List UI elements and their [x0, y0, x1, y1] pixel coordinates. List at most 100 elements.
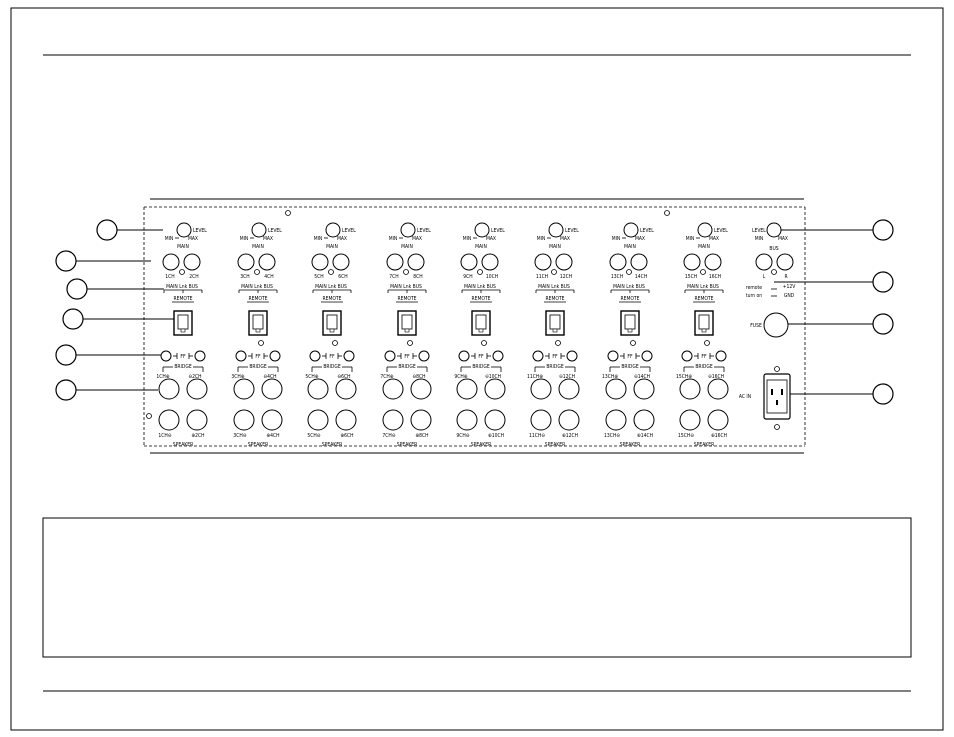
main-input-jack[interactable] [183, 253, 201, 271]
level-knob[interactable] [251, 222, 267, 238]
ff-switch[interactable] [641, 350, 653, 362]
speaker-terminal-positive[interactable] [158, 378, 180, 400]
speaker-terminal-negative[interactable] [307, 409, 329, 431]
speaker-terminal-positive[interactable] [335, 409, 357, 431]
remote-port-key [329, 328, 335, 333]
level-knob[interactable] [325, 222, 341, 238]
indicator-led [477, 269, 483, 275]
fuse-holder[interactable] [763, 312, 789, 338]
speaker-bottom-label: ⊕8CH [415, 433, 428, 439]
speaker-bottom-label: 5CH⊖ [307, 433, 320, 439]
main-input-jack[interactable] [630, 253, 648, 271]
main-input-jack[interactable] [237, 253, 255, 271]
ac-inlet-socket [766, 379, 788, 414]
ff-switch[interactable] [160, 350, 172, 362]
level-label: LEVEL [491, 228, 505, 234]
main-input-jack[interactable] [683, 253, 701, 271]
speaker-terminal-negative[interactable] [186, 378, 208, 400]
speaker-terminal-negative[interactable] [530, 409, 552, 431]
speaker-terminal-negative[interactable] [484, 378, 506, 400]
main-input-jack[interactable] [460, 253, 478, 271]
bus-input-jack[interactable] [755, 253, 773, 271]
speaker-terminal-positive[interactable] [382, 378, 404, 400]
main-input-jack[interactable] [407, 253, 425, 271]
level-knob[interactable] [548, 222, 564, 238]
speaker-terminal-positive[interactable] [605, 378, 627, 400]
speaker-label: SPEAKER [248, 442, 268, 448]
main-input-jack[interactable] [332, 253, 350, 271]
level-knob[interactable] [697, 222, 713, 238]
main-input-jack[interactable] [534, 253, 552, 271]
ff-switch[interactable] [194, 350, 206, 362]
ff-label: FF [552, 354, 558, 360]
level-knob[interactable] [623, 222, 639, 238]
main-input-jack[interactable] [555, 253, 573, 271]
speaker-terminal-negative[interactable] [633, 378, 655, 400]
speaker-terminal-positive[interactable] [633, 409, 655, 431]
main-input-jack[interactable] [386, 253, 404, 271]
speaker-terminal-positive[interactable] [410, 409, 432, 431]
speaker-terminal-negative[interactable] [707, 378, 729, 400]
ff-switch[interactable] [681, 350, 693, 362]
ff-label: FF [627, 354, 633, 360]
level-knob[interactable] [474, 222, 490, 238]
level-knob[interactable] [400, 222, 416, 238]
speaker-terminal-positive[interactable] [707, 409, 729, 431]
bridge-label: BRIDGE [472, 364, 489, 370]
speaker-bottom-label: 13CH⊖ [604, 433, 620, 439]
ff-label: FF [329, 354, 335, 360]
ff-switch[interactable] [343, 350, 355, 362]
speaker-terminal-negative[interactable] [605, 409, 627, 431]
main-input-jack[interactable] [311, 253, 329, 271]
ff-switch[interactable] [458, 350, 470, 362]
speaker-terminal-negative[interactable] [382, 409, 404, 431]
speaker-terminal-positive[interactable] [456, 378, 478, 400]
level-knob[interactable] [176, 222, 192, 238]
ff-switch[interactable] [532, 350, 544, 362]
level-label: LEVEL [565, 228, 579, 234]
speaker-terminal-negative[interactable] [233, 409, 255, 431]
ff-switch[interactable] [566, 350, 578, 362]
speaker-terminal-positive[interactable] [679, 378, 701, 400]
speaker-terminal-negative[interactable] [456, 409, 478, 431]
speaker-terminal-positive[interactable] [530, 378, 552, 400]
speaker-terminal-positive[interactable] [307, 378, 329, 400]
ff-switch[interactable] [269, 350, 281, 362]
remote-port-key [255, 328, 261, 333]
speaker-terminal-negative[interactable] [410, 378, 432, 400]
ff-switch[interactable] [492, 350, 504, 362]
speaker-bottom-label: ⊕14CH [637, 433, 653, 439]
ff-switch[interactable] [418, 350, 430, 362]
speaker-terminal-positive[interactable] [261, 409, 283, 431]
bus-level-knob[interactable] [766, 222, 782, 238]
bus-input-jack[interactable] [776, 253, 794, 271]
main-input-jack[interactable] [162, 253, 180, 271]
speaker-terminal-negative[interactable] [679, 409, 701, 431]
main-input-jack[interactable] [609, 253, 627, 271]
ff-switch[interactable] [607, 350, 619, 362]
ff-switch[interactable] [715, 350, 727, 362]
indicator-led [403, 269, 409, 275]
speaker-terminal-positive[interactable] [484, 409, 506, 431]
speaker-terminal-negative[interactable] [558, 378, 580, 400]
speaker-terminal-positive[interactable] [233, 378, 255, 400]
main-input-jack[interactable] [258, 253, 276, 271]
ff-switch[interactable] [384, 350, 396, 362]
speaker-terminal-positive[interactable] [186, 409, 208, 431]
bridge-label: BRIDGE [323, 364, 340, 370]
speaker-top-label: ⊖16CH [708, 374, 724, 380]
remote-label: REMOTE [695, 296, 714, 302]
ff-switch[interactable] [309, 350, 321, 362]
main-input-jack[interactable] [481, 253, 499, 271]
main-input-jack[interactable] [704, 253, 722, 271]
main-channel-label: 12CH [560, 274, 572, 280]
speaker-terminal-negative[interactable] [158, 409, 180, 431]
speaker-terminal-positive[interactable] [558, 409, 580, 431]
ff-switch[interactable] [235, 350, 247, 362]
remote-turn-on-label: remote [746, 285, 762, 291]
speaker-terminal-negative[interactable] [261, 378, 283, 400]
speaker-terminal-negative[interactable] [335, 378, 357, 400]
main-link-bus-label: MAIN Lnk BUS [613, 284, 645, 290]
